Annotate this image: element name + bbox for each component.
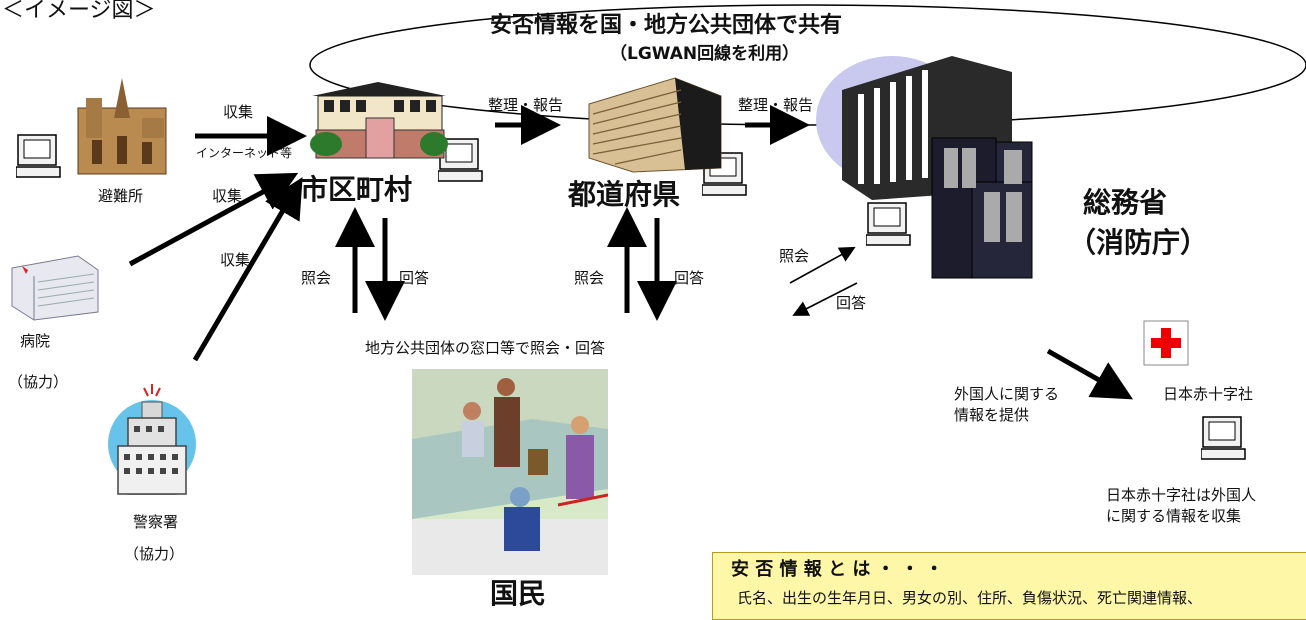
window-caption: 地方公共団体の窓口等で照会・回答 (365, 339, 606, 357)
computer-icon (866, 202, 911, 246)
label-collect-1-sub: インターネット等 (196, 146, 293, 160)
label-answer-3: 回答 (836, 294, 867, 312)
node-ministry-line2: （消防庁） (1068, 226, 1209, 259)
arrow-collect-3 (192, 177, 303, 362)
label-query-2: 照会 (574, 269, 605, 287)
label-report-2: 整理・報告 (738, 96, 814, 114)
node-municipality: 市区町村 (300, 173, 413, 206)
top-subtitle: （LGWAN回線を利用） (610, 44, 800, 64)
arrow-collect-2 (128, 172, 299, 267)
node-red-cross: 日本赤十字社 (1163, 385, 1254, 403)
prefecture-building-illustration (588, 77, 722, 173)
computer-icon (16, 134, 61, 178)
computer-icon (1201, 416, 1246, 460)
label-answer-1: 回答 (399, 269, 430, 287)
ministry-building-illustration (816, 56, 1033, 279)
municipal-office-illustration (310, 82, 448, 159)
node-citizens: 国民 (490, 577, 547, 610)
red-cross-note-line1: 日本赤十字社は外国人 (1106, 486, 1257, 504)
label-collect-1: 収集 (223, 103, 254, 121)
top-title: 安否情報を国・地方公共団体で共有 (490, 13, 843, 38)
arrow-foreigner-info (1046, 348, 1134, 400)
red-cross-note-line2: に関する情報を収集 (1106, 507, 1242, 525)
hospital-building-illustration (11, 255, 99, 321)
node-ministry-line1: 総務省 (1083, 186, 1168, 219)
red-cross-icon (1143, 320, 1189, 366)
foreigner-info-line1: 外国人に関する (954, 385, 1060, 403)
label-report-1: 整理・報告 (488, 96, 564, 114)
label-collect-2: 収集 (212, 187, 243, 205)
citizens-counter-illustration (412, 369, 608, 575)
label-query-1: 照会 (301, 269, 332, 287)
node-shelter: 避難所 (98, 187, 144, 205)
label-answer-2: 回答 (674, 269, 705, 287)
arrow-query-3 (789, 246, 856, 284)
shelter-building-illustration (77, 78, 167, 175)
node-prefecture: 都道府県 (568, 178, 681, 211)
info-box-body: 氏名、出生の生年月日、男女の別、住所、負傷状況、死亡関連情報、 (737, 589, 1203, 607)
police-station-illustration (108, 384, 196, 495)
node-hospital: 病院 (20, 332, 51, 350)
node-hospital-note: （協力） (8, 373, 69, 391)
label-collect-3: 収集 (220, 251, 251, 269)
corner-title: ＜イメージ図＞ (2, 0, 156, 23)
arrow-answer-3 (792, 282, 858, 316)
label-query-3: 照会 (779, 247, 810, 265)
node-police: 警察署 (133, 513, 179, 531)
foreigner-info-line2: 情報を提供 (954, 406, 1030, 424)
node-police-note: （協力） (124, 545, 185, 563)
info-box-title: 安 否 情 報 と は ・ ・ ・ (731, 559, 944, 580)
